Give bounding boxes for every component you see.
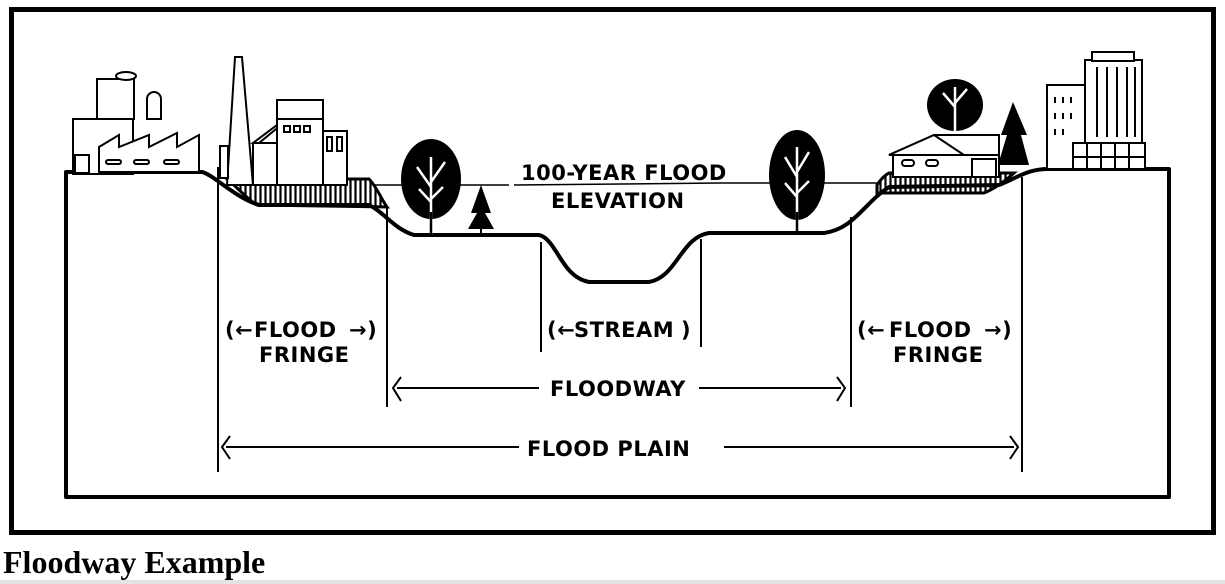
divider: [0, 580, 1225, 584]
office-building-icon: [1046, 51, 1146, 170]
arrow-right-icon: →): [349, 318, 377, 342]
figure-caption: Floodway Example: [3, 544, 266, 580]
pine-tree-icon: [468, 185, 494, 237]
deciduous-tree-icon: [401, 139, 461, 235]
factory-icon: [72, 71, 200, 175]
floodway-label: FLOODWAY: [550, 377, 686, 401]
flood-plain-dimension: [220, 435, 1020, 460]
right-fringe-label-line2: FRINGE: [893, 343, 984, 367]
stream-label: STREAM: [574, 318, 674, 342]
industrial-building-icon: [250, 99, 348, 186]
arrow-left-icon: (←: [857, 318, 885, 342]
deciduous-tree-icon: [769, 130, 825, 233]
floodway-diagram: 100-YEAR FLOOD ELEVATION (← FLOOD →) FRI…: [9, 7, 1216, 535]
boundary-lines: [217, 167, 1023, 472]
flood-elevation-label-line2: ELEVATION: [551, 189, 685, 213]
deciduous-tree-icon: [927, 79, 983, 137]
house-icon: [888, 133, 1000, 178]
flood-plain-label: FLOOD PLAIN: [527, 437, 690, 461]
smokestack-icon: [219, 56, 255, 186]
flood-elevation-underline: [513, 182, 722, 186]
right-fringe-label: FLOOD: [889, 318, 972, 342]
arrow-right-icon: ): [681, 318, 691, 342]
flood-elevation-label: 100-YEAR FLOOD: [521, 161, 727, 185]
floodway-dimension: [391, 376, 847, 402]
arrow-left-icon: (←: [225, 318, 253, 342]
left-fringe-label: FLOOD: [254, 318, 337, 342]
pine-tree-icon: [998, 102, 1029, 165]
arrow-right-icon: →): [984, 318, 1012, 342]
arrow-left-icon: (←: [547, 318, 575, 342]
left-fringe-label-line2: FRINGE: [259, 343, 350, 367]
